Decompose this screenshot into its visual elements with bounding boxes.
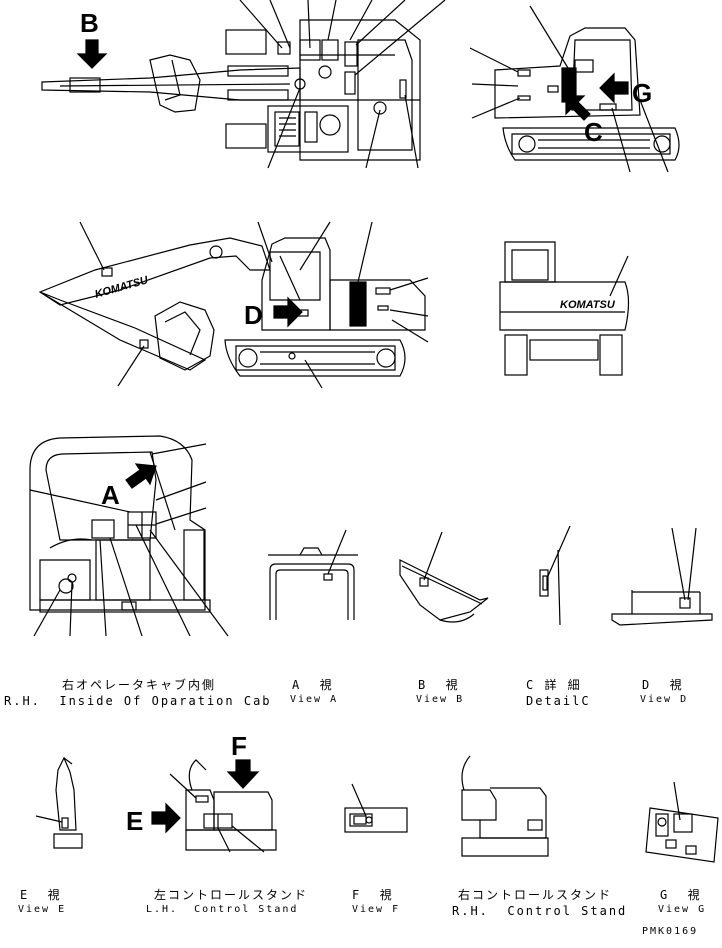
- rh-control-stand-drawing: [461, 755, 549, 857]
- caption-view-b-en: View B: [416, 694, 465, 705]
- view-e-drawing: [35, 756, 83, 849]
- caption-view-f-jp: F 視: [352, 888, 394, 902]
- caption-view-d-jp: D 視: [642, 678, 684, 692]
- caption-view-e-jp: E 視: [20, 888, 62, 902]
- detail-c-drawing: [539, 525, 571, 626]
- view-d-drawing: [611, 527, 713, 626]
- caption-view-e-en: View E: [18, 904, 67, 915]
- lh-control-stand-drawing: [151, 759, 277, 853]
- caption-view-g-en: View G: [658, 904, 707, 915]
- boom-brand-text: KOMATSU: [94, 274, 151, 301]
- rear-side-view-machine: [469, 5, 680, 173]
- view-b-drawing: [399, 531, 489, 623]
- caption-view-d-en: View D: [640, 694, 689, 705]
- caption-lh-stand-jp: 左コントロールスタンド: [154, 888, 309, 902]
- view-g-drawing: [645, 781, 719, 863]
- caption-detail-c-jp: C 詳 細: [526, 678, 582, 692]
- side-view-machine: KOMATSU: [38, 221, 429, 389]
- caption-rh-cab-en: R.H. Inside Of Oparation Cab: [4, 694, 272, 708]
- label-g: G: [632, 78, 653, 108]
- caption-view-a-en: View A: [290, 694, 339, 705]
- label-a: A: [101, 480, 120, 510]
- label-f: F: [231, 731, 247, 761]
- caption-rh-cab-jp: 右オペレータキャブ内側: [62, 678, 217, 692]
- label-e: E: [126, 806, 144, 836]
- label-b-top: B: [80, 8, 99, 38]
- caption-view-b-jp: B 視: [418, 678, 460, 692]
- label-d: D: [244, 300, 263, 330]
- top-view-machine: [41, 0, 446, 169]
- caption-view-g-jp: G 視: [660, 888, 702, 902]
- caption-rh-stand-en: R.H. Control Stand: [452, 904, 628, 918]
- label-c: C: [584, 117, 603, 147]
- caption-detail-c-en: DetailC: [526, 694, 591, 708]
- caption-view-a-jp: A 視: [292, 678, 334, 692]
- caption-view-f-en: View F: [352, 904, 401, 915]
- view-a-drawing: [268, 529, 358, 620]
- rear-view-machine: KOMATSU: [499, 241, 630, 376]
- caption-rh-stand-jp: 右コントロールスタンド: [458, 888, 613, 902]
- view-f-drawing: [344, 783, 408, 833]
- drawing-number: PMK0169: [642, 926, 699, 937]
- caption-lh-stand-en: L.H. Control Stand: [146, 904, 299, 915]
- rear-brand-text: KOMATSU: [560, 299, 616, 311]
- cab-inside-view: [29, 435, 229, 637]
